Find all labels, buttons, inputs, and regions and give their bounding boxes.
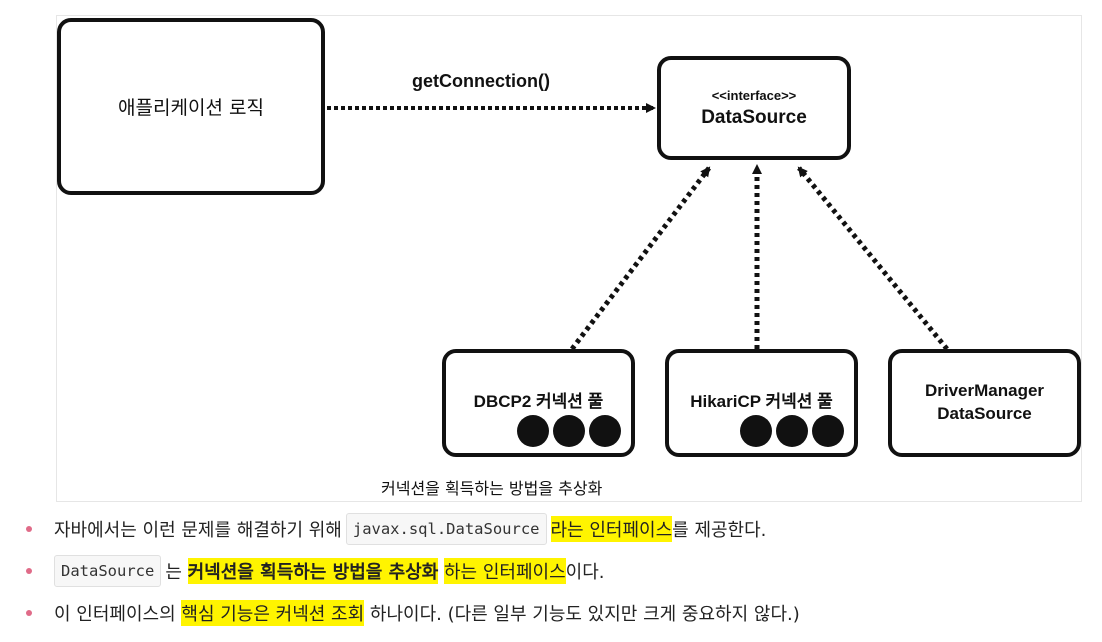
bullet-text: 이 인터페이스의: [54, 604, 176, 625]
hikaricp-pool-box: HikariCP 커넥션 풀: [665, 349, 858, 457]
drivermanager-datasource-box: DriverManager DataSource: [888, 349, 1081, 457]
bullet-text: 는: [165, 562, 182, 583]
highlighted-text: 라는 인터페이스: [550, 516, 673, 542]
hikaricp-pool-label: HikariCP 커넥션 풀: [690, 392, 833, 411]
bullet-icon: [26, 568, 32, 574]
list-item: 이 인터페이스의 핵심 기능은 커넥션 조회 하나이다. (다른 일부 기능도 …: [22, 592, 800, 634]
bullet-text: 하나이다. (다른 일부 기능도 있지만 크게 중요하지 않다.): [369, 604, 800, 625]
inline-code: javax.sql.DataSource: [345, 513, 547, 545]
connection-dot: [776, 415, 808, 447]
connection-dot: [589, 415, 621, 447]
drivermanager-line2: DataSource: [937, 404, 1032, 423]
bullet-text: 자바에서는 이런 문제를 해결하기 위해: [54, 520, 342, 541]
diagram-caption: 커넥션을 획득하는 방법을 추상화: [381, 479, 603, 498]
list-item: 자바에서는 이런 문제를 해결하기 위해 javax.sql.DataSourc…: [22, 508, 800, 550]
highlighted-text: 하는 인터페이스: [444, 558, 566, 584]
connection-dot: [812, 415, 844, 447]
bullet-icon: [26, 526, 32, 532]
datasource-interface-box: <<interface>> DataSource: [657, 56, 851, 160]
connection-dot: [740, 415, 772, 447]
highlighted-text: 핵심 기능은 커넥션 조회: [181, 600, 365, 626]
datasource-name: DataSource: [701, 106, 807, 128]
bullet-text: 를 제공한다.: [672, 520, 767, 541]
drivermanager-implements-arrow: [797, 166, 949, 351]
datasource-diagram: 애플리케이션 로직 getConnection() <<interface>> …: [56, 15, 1082, 502]
dbcp-implements-arrow: [570, 166, 711, 351]
connection-dot: [517, 415, 549, 447]
connection-dot: [553, 415, 585, 447]
connection-pool-dots: [740, 415, 844, 447]
highlighted-bold-text: 커넥션을 획득하는 방법을 추상화: [187, 558, 439, 584]
drivermanager-line1: DriverManager: [924, 381, 1045, 401]
application-logic-box: 애플리케이션 로직: [57, 18, 325, 195]
inline-code: DataSource: [54, 555, 162, 587]
diagram-arrows: [327, 103, 949, 351]
bullet-list: 자바에서는 이런 문제를 해결하기 위해 javax.sql.DataSourc…: [22, 508, 800, 634]
dbcp2-pool-label: DBCP2 커넥션 풀: [473, 392, 604, 411]
application-logic-label: 애플리케이션 로직: [118, 97, 264, 119]
get-connection-label: getConnection(): [412, 71, 550, 91]
dbcp2-pool-box: DBCP2 커넥션 풀: [442, 349, 635, 457]
interface-stereotype: <<interface>>: [711, 87, 797, 103]
bullet-text: 이다.: [565, 562, 605, 583]
connection-pool-dots: [517, 415, 621, 447]
bullet-icon: [26, 610, 32, 616]
